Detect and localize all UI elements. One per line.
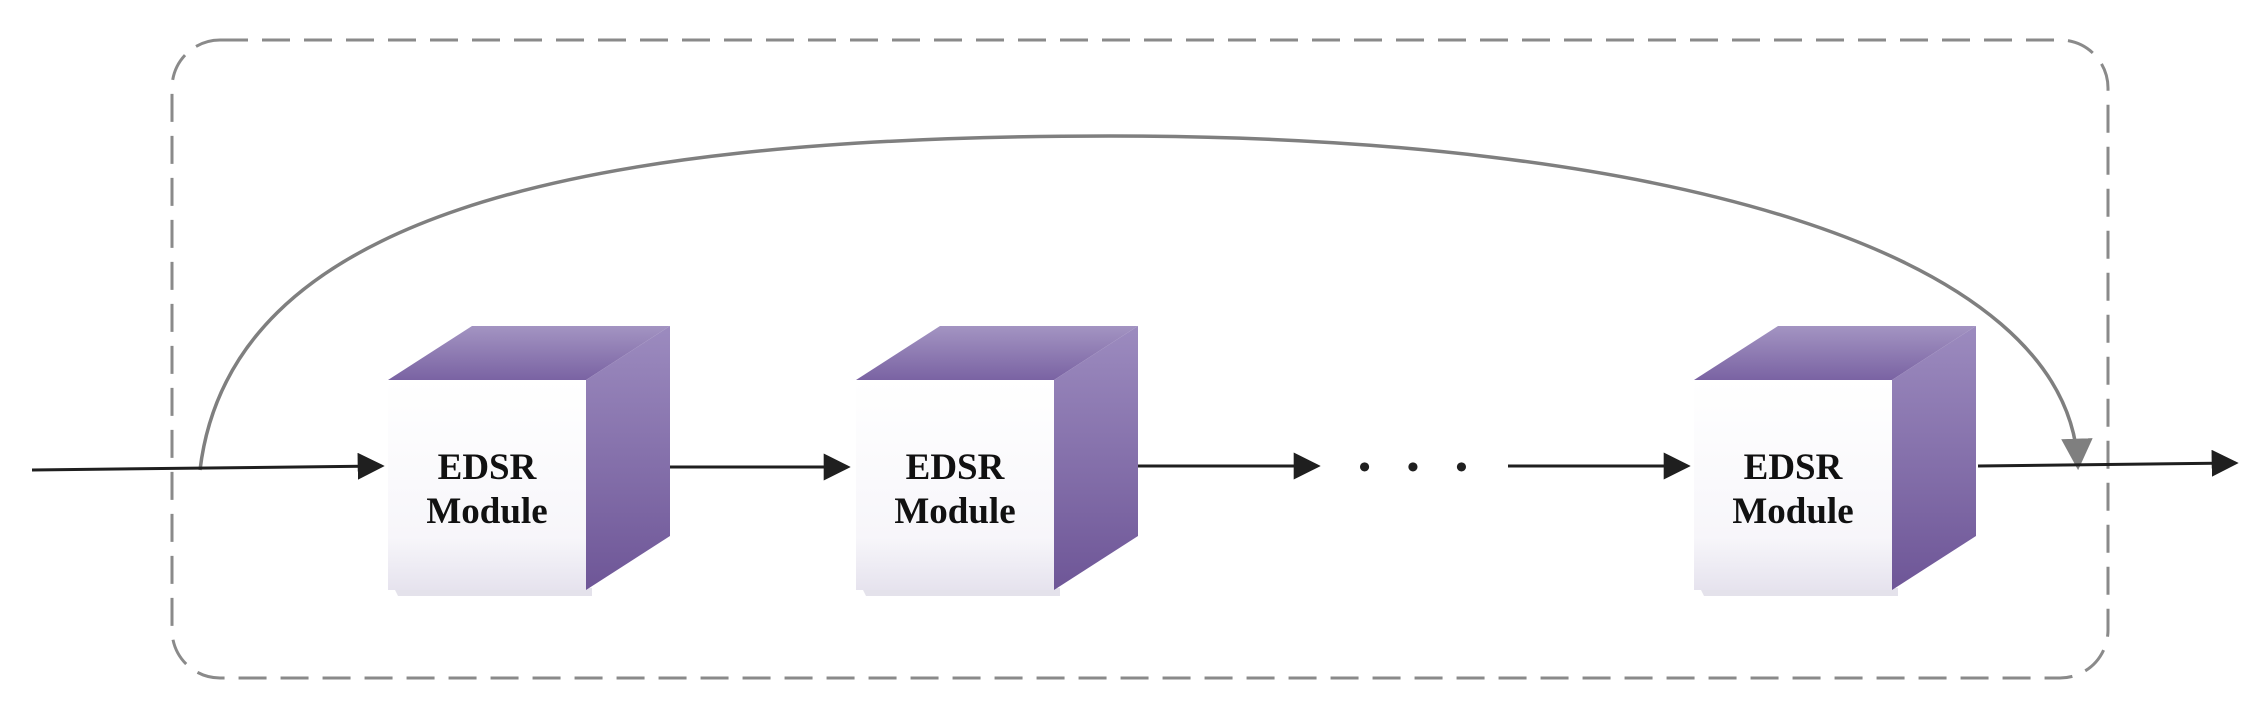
module-label-line2: Module <box>894 491 1015 532</box>
module-label-line2: Module <box>426 491 547 532</box>
module-label-line2: Module <box>1732 491 1853 532</box>
module-label-line1: EDSR <box>438 447 538 488</box>
residual-group-dashed-border <box>170 38 2110 680</box>
cube-front-face <box>856 380 1054 590</box>
edsr-module-2: EDSR Module <box>856 326 1138 596</box>
edsr-module-3: EDSR Module <box>1694 326 1976 596</box>
cube-side-face <box>1054 326 1138 590</box>
cube-top-face <box>856 326 1138 380</box>
cube-front-face <box>388 380 586 590</box>
module-label-line1: EDSR <box>906 447 1006 488</box>
cube-front-face <box>1694 380 1892 590</box>
cube-top-face <box>388 326 670 380</box>
input-arrow <box>31 452 385 480</box>
cube-side-face <box>586 326 670 590</box>
edsr-module-1: EDSR Module <box>388 326 670 596</box>
cube-side-face <box>1892 326 1976 590</box>
skip-connection-arc <box>198 134 2093 471</box>
output-arrow <box>1977 449 2239 477</box>
module-label-line1: EDSR <box>1744 447 1844 488</box>
ellipsis: • • • <box>1359 449 1482 486</box>
cube-top-face <box>1694 326 1976 380</box>
